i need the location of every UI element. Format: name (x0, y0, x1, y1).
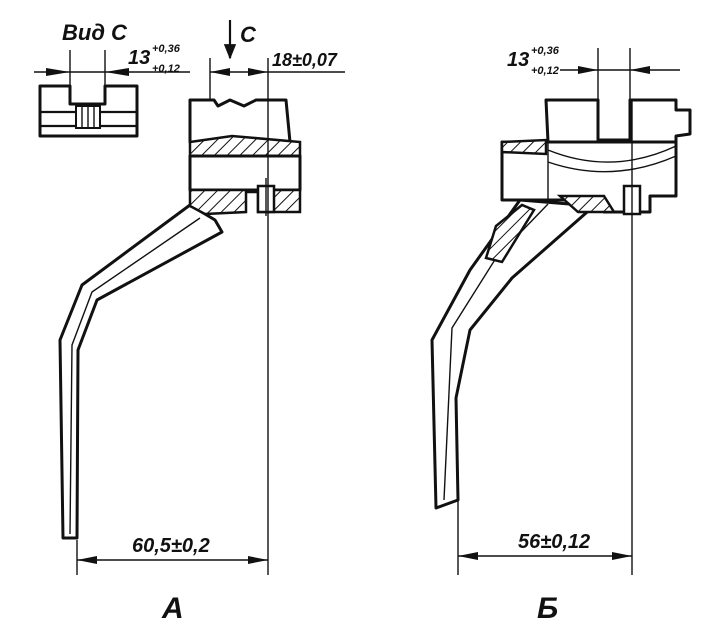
section-arrow-label: C (240, 22, 257, 47)
part-b-tol-upper: +0,36 (531, 45, 560, 57)
view-c-title: Вид C (62, 20, 128, 45)
part-b-dim-main: 13 (507, 49, 529, 71)
part-a: C 18±0,07 60,5±0,2 А (58, 20, 345, 625)
part-b-rib-section (484, 203, 536, 264)
part-a-arm (58, 203, 224, 540)
part-a-body (188, 154, 302, 192)
part-a-dim-top: 18±0,07 (272, 50, 338, 70)
part-b-arm (430, 198, 596, 510)
view-c-tol-lower: +0,12 (152, 63, 180, 75)
part-b-tol-lower: +0,12 (531, 65, 559, 77)
part-b-curve-top (547, 145, 677, 163)
part-b: 13 +0,36 +0,12 56±0,12 Б (430, 45, 692, 625)
view-c-arrow-left (46, 68, 70, 76)
part-b-section-lower (556, 194, 617, 214)
part-b-dim-bottom: 56±0,12 (518, 531, 590, 553)
part-b-section-upper (500, 138, 548, 156)
part-b-caption: Б (537, 592, 558, 625)
part-a-section-upper (188, 134, 302, 158)
part-a-caption: А (161, 592, 184, 625)
part-a-dim-bottom: 60,5±0,2 (132, 535, 210, 557)
part-b-head-top (544, 98, 692, 144)
part-a-section-lower (188, 188, 302, 216)
view-c-dim-main: 13 (128, 47, 150, 69)
part-b-curve-bottom (547, 155, 677, 173)
part-a-arm-edge (69, 217, 201, 535)
view-c-detail: Вид C 13 +0,36 +0,12 (34, 20, 190, 138)
view-c-arrow-right (105, 68, 129, 76)
view-c-tol-upper: +0,36 (152, 43, 181, 55)
